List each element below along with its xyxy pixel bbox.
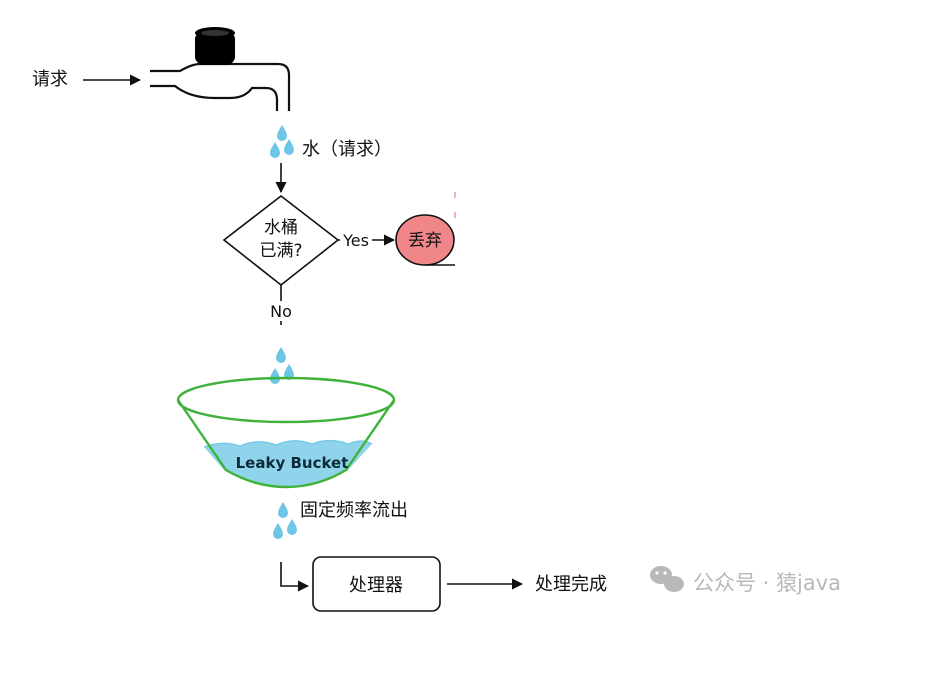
discard-label: 丢弃 [408, 231, 442, 251]
water-request-label: 水（请求） [302, 139, 392, 160]
fixed-rate-label: 固定频率流出 [300, 500, 408, 521]
yes-label: Yes [342, 231, 369, 250]
bucket-full-line1: 水桶 [264, 218, 298, 238]
leaking-drops-icon [273, 502, 297, 539]
bucket-label: Leaky Bucket [236, 454, 349, 472]
wechat-icon [650, 566, 684, 592]
bucket-full-line2: 已满? [259, 241, 302, 261]
to-processor-arrow [280, 562, 310, 592]
processor-node [312, 556, 441, 612]
request-label: 请求 [32, 69, 68, 90]
leaky-bucket-icon: Leaky Bucket [176, 376, 396, 489]
discard-node: 丢弃 [395, 214, 455, 266]
watermark-text: 公众号 · 猿java [693, 571, 841, 595]
faucet-icon [150, 27, 291, 111]
processor-label: 处理器 [349, 575, 403, 596]
done-label: 处理完成 [535, 574, 607, 595]
water-drops-icon [270, 125, 294, 158]
no-label: No [270, 302, 292, 321]
